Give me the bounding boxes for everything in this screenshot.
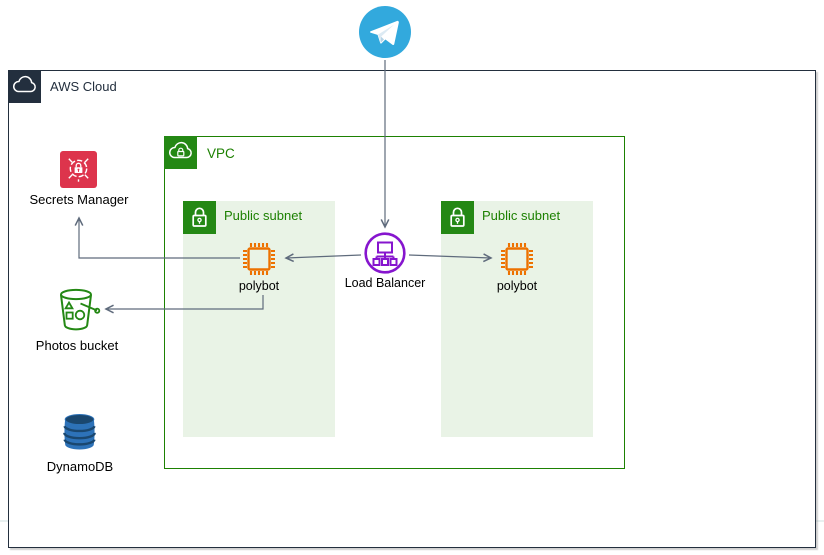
vpc-cloud-lock-icon — [164, 136, 197, 169]
public-subnet-right-label: Public subnet — [482, 208, 561, 223]
polybot-right-label: polybot — [496, 279, 538, 293]
aws-cloud-label: AWS Cloud — [50, 79, 117, 94]
s3-bucket-icon[interactable] — [55, 287, 101, 335]
ec2-chip-icon[interactable] — [241, 241, 277, 277]
aws-cloud-icon — [8, 70, 41, 103]
photos-bucket-label: Photos bucket — [35, 338, 119, 353]
dynamodb-label: DynamoDB — [46, 459, 114, 474]
secrets-manager-label: Secrets Manager — [29, 192, 129, 207]
public-subnet-right-group[interactable] — [441, 201, 593, 437]
public-subnet-left-label: Public subnet — [224, 208, 303, 223]
telegram-icon[interactable] — [357, 4, 413, 60]
load-balancer-label: Load Balancer — [344, 276, 426, 290]
padlock-icon — [441, 201, 474, 234]
polybot-left-label: polybot — [238, 279, 280, 293]
ec2-chip-icon[interactable] — [499, 241, 535, 277]
public-subnet-left-group[interactable] — [183, 201, 335, 437]
vpc-label: VPC — [207, 146, 235, 161]
dynamodb-icon[interactable] — [60, 412, 99, 452]
secrets-manager-icon[interactable] — [60, 151, 97, 188]
load-balancer-icon[interactable] — [363, 231, 407, 275]
padlock-icon — [183, 201, 216, 234]
